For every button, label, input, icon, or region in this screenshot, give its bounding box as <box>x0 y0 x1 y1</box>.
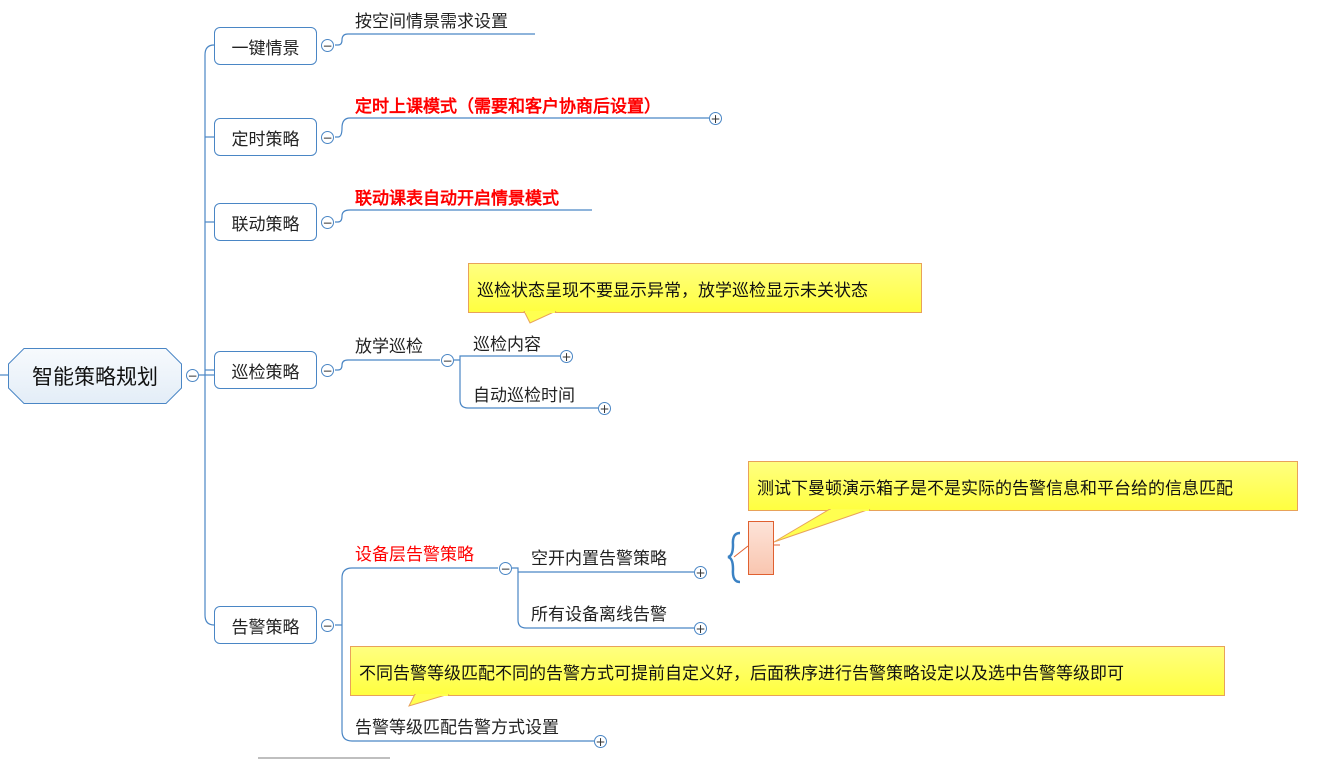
subtopic[interactable]: 所有设备离线告警 <box>531 605 667 625</box>
topic-timer-strategy[interactable]: 定时策略 <box>214 118 317 156</box>
subtopic[interactable]: 定时上课模式（需要和客户协商后设置） <box>355 97 661 117</box>
topic-inspection-strategy[interactable]: 巡检策略 <box>214 351 317 389</box>
expand-button[interactable]: + <box>594 735 607 749</box>
root-topic[interactable]: 智能策略规划 <box>8 348 182 404</box>
subtopic[interactable]: 自动巡检时间 <box>473 386 575 406</box>
callout-pointer <box>408 694 450 707</box>
topic-linkage-strategy[interactable]: 联动策略 <box>214 203 317 241</box>
subtopic[interactable]: 按空间情景需求设置 <box>355 12 508 32</box>
collapse-button[interactable]: − <box>321 216 334 230</box>
summary-brace <box>727 531 741 584</box>
expand-button[interactable]: + <box>694 566 707 580</box>
subtopic[interactable]: 告警等级匹配告警方式设置 <box>355 718 559 738</box>
callout-note: 巡检状态呈现不要显示异常，放学巡检显示未关状态 <box>468 263 922 313</box>
callout-note: 测试下曼顿演示箱子是不是实际的告警信息和平台给的信息匹配 <box>748 461 1298 511</box>
summary-topic[interactable] <box>748 521 774 575</box>
expand-button[interactable]: + <box>709 112 722 126</box>
callout-note: 不同告警等级匹配不同的告警方式可提前自定义好，后面秩序进行告警策略设定以及选中告… <box>350 646 1225 696</box>
root-label: 智能策略规划 <box>32 365 158 389</box>
collapse-button[interactable]: − <box>186 369 199 383</box>
collapse-button[interactable]: − <box>321 619 334 633</box>
expand-button[interactable]: + <box>560 350 573 364</box>
subtopic[interactable]: 巡检内容 <box>473 335 541 355</box>
subtopic[interactable]: 放学巡检 <box>355 337 423 357</box>
callout-pointer <box>773 509 871 543</box>
collapse-button[interactable]: − <box>441 354 454 368</box>
expand-button[interactable]: + <box>598 402 611 416</box>
collapse-button[interactable]: − <box>321 131 334 145</box>
callout-pointer <box>523 311 557 324</box>
topic-alarm-strategy[interactable]: 告警策略 <box>214 606 317 644</box>
subtopic[interactable]: 联动课表自动开启情景模式 <box>355 189 559 209</box>
collapse-button[interactable]: − <box>499 562 512 576</box>
collapse-button[interactable]: − <box>321 364 334 378</box>
collapse-button[interactable]: − <box>321 39 334 53</box>
expand-button[interactable]: + <box>694 622 707 636</box>
topic-one-key-scene[interactable]: 一键情景 <box>214 27 317 65</box>
subtopic[interactable]: 空开内置告警策略 <box>531 549 667 569</box>
subtopic[interactable]: 设备层告警策略 <box>355 545 474 565</box>
